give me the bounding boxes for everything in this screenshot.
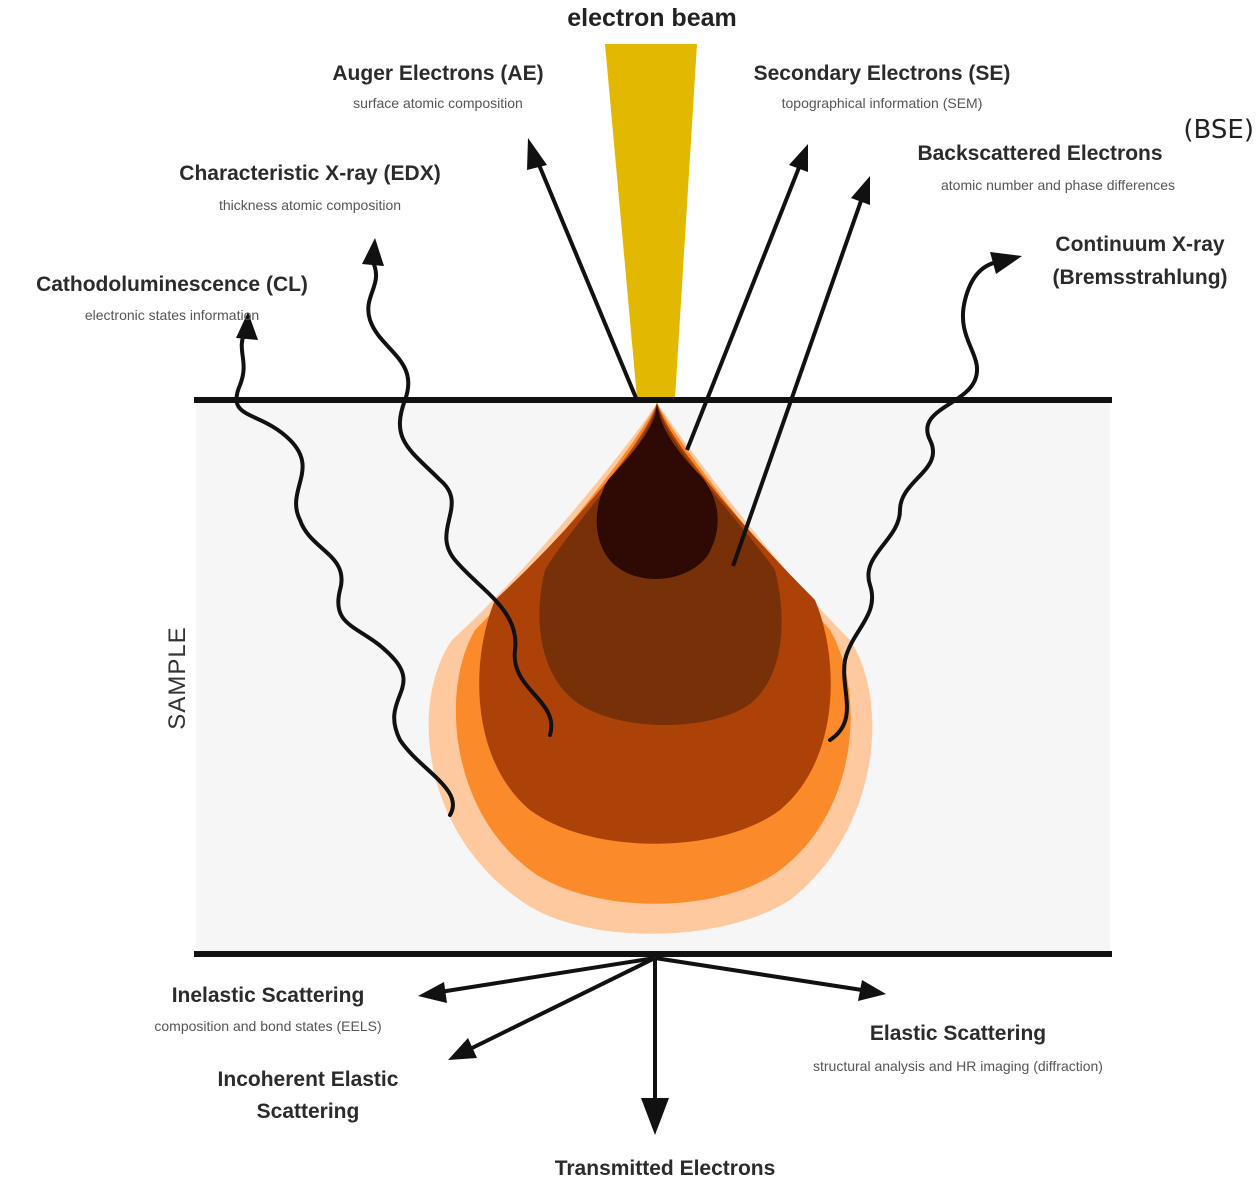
interaction-volume xyxy=(428,403,873,934)
characteristic-xray-arrowhead-icon xyxy=(362,238,384,266)
inelastic-scattering-subtitle: composition and bond states (EELS) xyxy=(154,1018,381,1034)
characteristic-xray-wave xyxy=(362,238,554,737)
backscattered-electrons-suffix: (BSE) xyxy=(1183,115,1254,145)
electron-beam-label: electron beam xyxy=(567,4,737,32)
inelastic-arrowhead-icon xyxy=(418,982,447,1003)
cathodoluminescence-subtitle: electronic states information xyxy=(85,307,259,323)
cathodoluminescence-wave xyxy=(234,312,455,817)
characteristic-xray-subtitle: thickness atomic composition xyxy=(219,197,401,213)
continuum-xray-title-line2: (Bremsstrahlung) xyxy=(1052,266,1227,289)
inelastic-scattering-title: Inelastic Scattering xyxy=(172,984,365,1007)
bremsstrahlung-wave xyxy=(828,252,1022,742)
secondary-arrowhead-icon xyxy=(789,144,808,172)
incoherent-elastic-title: Incoherent Elastic xyxy=(218,1068,399,1091)
backscattered-electrons-subtitle: atomic number and phase differences xyxy=(941,177,1175,193)
transmitted-electrons-arrow xyxy=(641,958,669,1135)
sample-label: SAMPLE xyxy=(164,626,191,729)
incoherent-arrowhead-icon xyxy=(448,1038,477,1060)
continuum-xray-title: Continuum X-ray xyxy=(1055,233,1224,256)
cathodoluminescence-arrowhead-icon xyxy=(236,312,258,340)
interaction-volume-core xyxy=(596,403,718,579)
secondary-electrons-subtitle: topographical information (SEM) xyxy=(782,95,983,111)
elastic-arrowhead-icon xyxy=(858,980,886,1001)
auger-electrons-subtitle: surface atomic composition xyxy=(353,95,523,111)
secondary-electrons-arrow xyxy=(685,144,808,451)
auger-arrowhead-icon xyxy=(527,138,547,170)
auger-electrons-title: Auger Electrons (AE) xyxy=(332,62,543,85)
bremsstrahlung-arrowhead-icon xyxy=(990,252,1022,274)
backscattered-electrons-arrow xyxy=(731,176,870,567)
backscattered-electrons-title: Backscattered Electrons xyxy=(917,142,1162,165)
inelastic-scattering-arrow xyxy=(418,956,656,1003)
elastic-scattering-arrow xyxy=(654,956,886,1001)
transmitted-arrowhead-icon xyxy=(641,1098,669,1135)
transmitted-electrons-title: Transmitted Electrons xyxy=(555,1157,776,1180)
auger-electrons-arrow xyxy=(527,138,638,399)
backscattered-arrowhead-icon xyxy=(851,176,870,205)
incoherent-elastic-scattering-arrow xyxy=(448,956,656,1060)
characteristic-xray-title: Characteristic X-ray (EDX) xyxy=(179,162,440,185)
incoherent-elastic-title-line2: Scattering xyxy=(257,1100,360,1123)
secondary-electrons-title: Secondary Electrons (SE) xyxy=(754,62,1011,85)
cathodoluminescence-title: Cathodoluminescence (CL) xyxy=(36,273,308,296)
elastic-scattering-subtitle: structural analysis and HR imaging (diff… xyxy=(813,1058,1103,1074)
electron-beam xyxy=(605,44,697,398)
elastic-scattering-title: Elastic Scattering xyxy=(870,1022,1046,1045)
